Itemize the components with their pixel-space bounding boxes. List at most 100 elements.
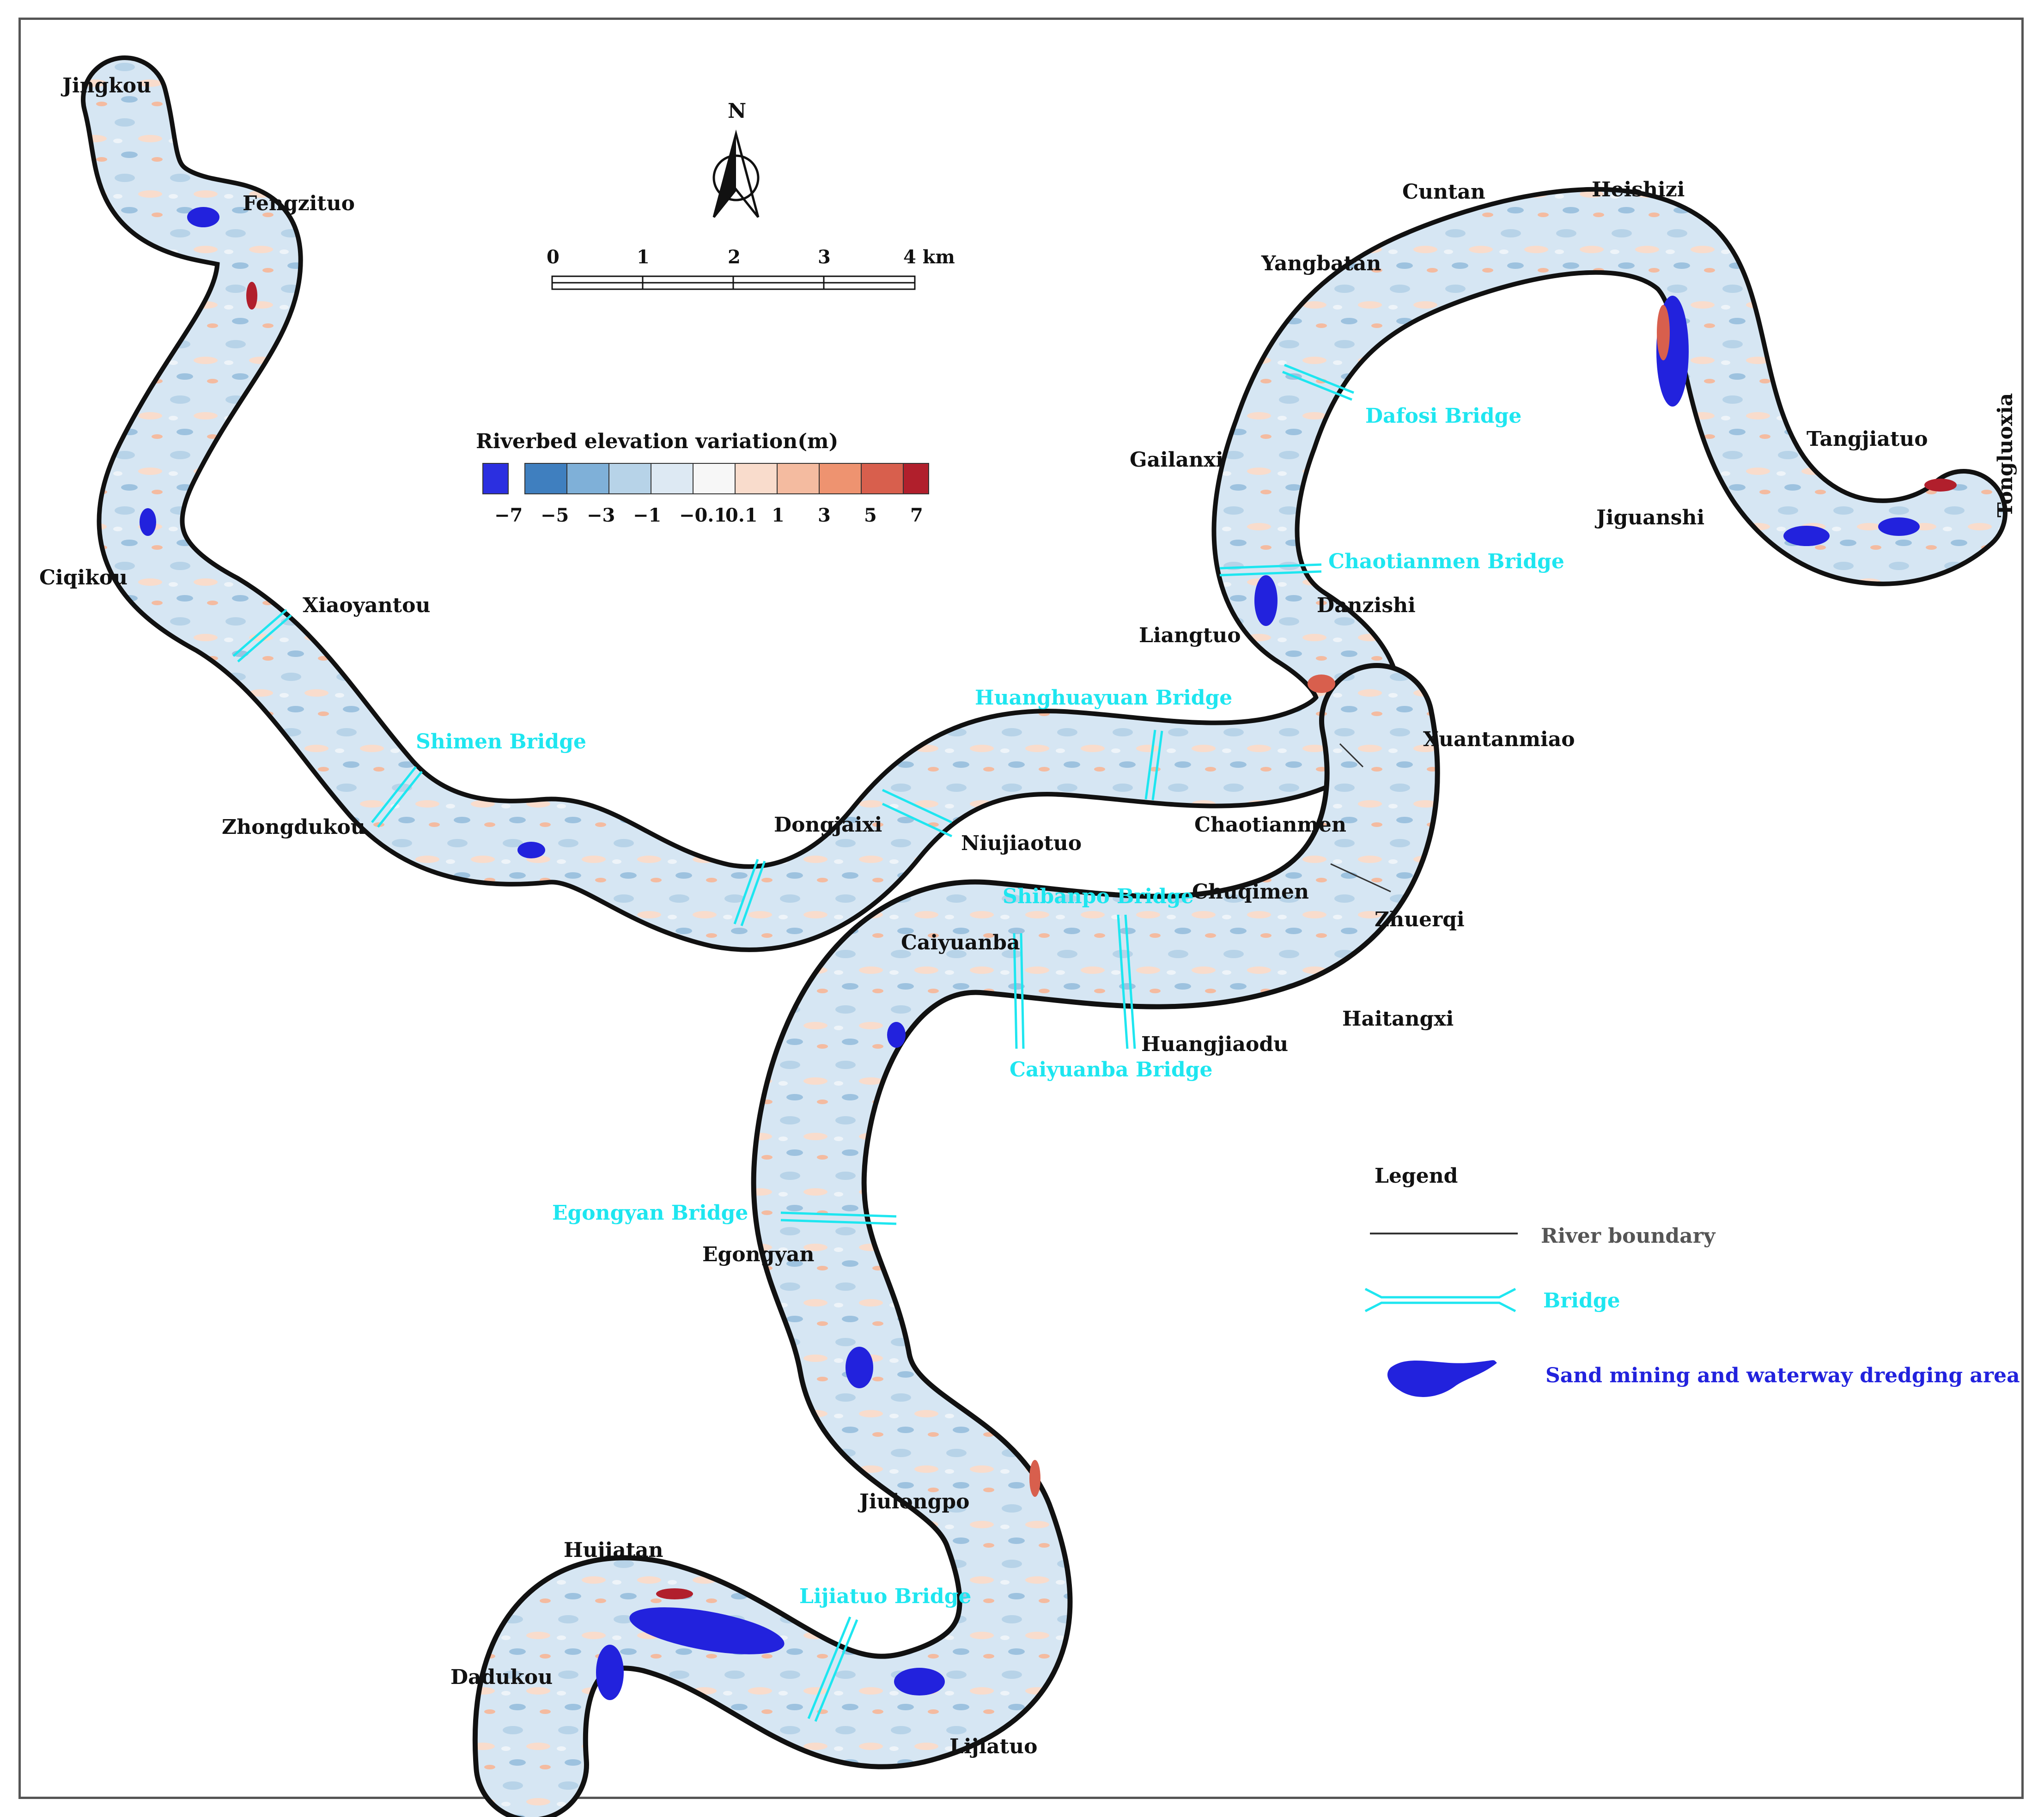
label-liangtuo: Liangtuo: [1139, 624, 1241, 647]
dredging-area: [140, 508, 156, 536]
legend-dredging: Sand mining and waterway dredging area: [1545, 1364, 2020, 1387]
label-lijiatuo: Lijiatuo: [949, 1735, 1037, 1758]
scale-tick-1: 1: [637, 246, 650, 268]
dredging-area: [517, 842, 545, 858]
dredging-area: [629, 1607, 785, 1654]
bridge-caiyuanba: [1013, 933, 1025, 1049]
colorbar-cell: [861, 463, 904, 494]
deposition-area: [1029, 1460, 1040, 1497]
dredging-area: [1254, 575, 1278, 626]
dredging-area: [894, 1668, 945, 1695]
bridge-shimen: [371, 766, 423, 828]
legend-bridge-swatch: [1364, 1288, 1516, 1313]
dredging-area: [596, 1645, 624, 1700]
colorbar-cell: [819, 463, 862, 494]
dredging-area: [1878, 517, 1920, 536]
bridge-label-shibanpo: Shibanpo Bridge: [1003, 885, 1194, 908]
bridge-label-dafosi: Dafosi Bridge: [1365, 404, 1521, 428]
label-xiaoyantou: Xiaoyantou: [303, 594, 430, 617]
deposition-area: [1924, 479, 1957, 492]
bridge-niujiaotuo: [882, 789, 953, 838]
bridge-dongjaixi: [733, 859, 766, 926]
north-arrow: N: [712, 99, 760, 218]
colorbar-tick-label: −1: [633, 504, 661, 526]
label-xuantanmiao: Xuantanmiao: [1423, 728, 1575, 751]
colorbar-cell: [524, 463, 567, 494]
colorbar-cell: [482, 463, 509, 494]
deposition-areas: [246, 282, 1957, 1599]
bridge-xiaoyantou: [232, 609, 292, 662]
scale-tick-4: 4 km: [903, 246, 955, 268]
label-chuqimen: Chuqimen: [1192, 880, 1309, 904]
label-caiyuanba: Caiyuanba: [901, 931, 1020, 954]
bridge-label-caiyuanba: Caiyuanba Bridge: [1010, 1058, 1213, 1082]
label-tongluoxia: Tongluoxia: [1994, 393, 2017, 517]
colorbar-cell: [608, 463, 651, 494]
deposition-area: [1308, 675, 1335, 693]
place-labels: Jingkou Fengzituo Ciqikou Xiaoyantou Zho…: [39, 74, 2017, 1758]
dredging-area: [187, 207, 219, 227]
colorbar-cell: [777, 463, 820, 494]
label-egongyan: Egongyan: [702, 1243, 814, 1266]
label-dadukou: Dadukou: [450, 1665, 553, 1689]
colorbar-tick-label: −7: [494, 504, 523, 526]
scale-tick-3: 3: [818, 246, 831, 268]
scale-tick-0: 0: [547, 246, 560, 268]
deposition-area: [656, 1588, 693, 1599]
colorbar-cell: [566, 463, 609, 494]
label-fengzituo: Fengzituo: [243, 192, 355, 215]
label-jiguanshi: Jiguanshi: [1594, 506, 1704, 529]
label-yangbatan: Yangbatan: [1261, 252, 1381, 275]
label-gailanxi: Gailanxi: [1130, 448, 1223, 472]
colorbar-tick-label: 3: [818, 504, 831, 526]
colorbar-title: Riverbed elevation variation(m): [476, 430, 838, 453]
bridge-label-chaotianmen: Chaotianmen Bridge: [1328, 550, 1564, 573]
section-lines: [1330, 743, 1391, 893]
dredging-area: [846, 1347, 873, 1388]
label-jingkou: Jingkou: [61, 74, 151, 97]
colorbar-tick-label: 1: [772, 504, 785, 526]
bridges: [232, 364, 1354, 1722]
dredging-area: [887, 1022, 906, 1048]
dredging-areas: [140, 207, 1920, 1700]
bridge-label-egongyan: Egongyan Bridge: [552, 1201, 748, 1225]
colorbar-tick-label: 0.1: [725, 504, 758, 526]
bridge-huanghuayuan: [1144, 729, 1163, 801]
label-huangjiaodu: Huangjiaodu: [1141, 1033, 1288, 1056]
dredging-area: [1783, 526, 1830, 546]
label-niujiaotuo: Niujiaotuo: [961, 832, 1082, 855]
label-zhongdukou: Zhongdukou: [222, 815, 365, 839]
north-arrow-label: N: [728, 99, 746, 123]
label-chaotianmen: Chaotianmen: [1194, 813, 1346, 837]
label-zhuerqi: Zhuerqi: [1375, 908, 1465, 931]
bridge-label-lijiatuo: Lijiatuo Bridge: [799, 1585, 971, 1608]
colorbar-tick-label: −5: [541, 504, 569, 526]
colorbar-cells: [482, 463, 929, 494]
legend-bridge: Bridge: [1543, 1289, 1620, 1313]
river-water: [85, 60, 2003, 948]
colorbar-cell: [651, 463, 694, 494]
colorbar-cell: [903, 463, 929, 494]
label-danzishi: Danzishi: [1317, 594, 1416, 617]
bridge-chaotianmen: [1219, 563, 1322, 577]
legend: Legend River boundary Bridge Sand mining…: [1364, 1164, 2020, 1397]
legend-dredging-swatch: [1387, 1360, 1497, 1397]
label-tangjiatuo: Tangjiatuo: [1807, 427, 1928, 451]
colorbar-tick-label: −0.1: [679, 504, 727, 526]
bridge-lijiatuo: [807, 1616, 858, 1722]
colorbar-tick-label: −3: [587, 504, 615, 526]
label-ciqikou: Ciqikou: [39, 566, 128, 589]
colorbar-tick-label: 5: [864, 504, 877, 526]
colorbar-cell: [735, 463, 778, 494]
label-dongjaixi: Dongjaixi: [774, 813, 882, 837]
legend-title: Legend: [1375, 1164, 1458, 1188]
label-jiulongpo: Jiulongpo: [858, 1490, 969, 1513]
label-hujiatan: Hujiatan: [564, 1538, 663, 1562]
bridge-dafosi: [1282, 364, 1354, 401]
label-heishizi: Heishizi: [1592, 178, 1685, 201]
colorbar: Riverbed elevation variation(m) −7 −5 −3 −1…: [476, 430, 929, 526]
colorbar-cell: [693, 463, 736, 494]
bridge-label-shimen: Shimen Bridge: [416, 730, 586, 754]
